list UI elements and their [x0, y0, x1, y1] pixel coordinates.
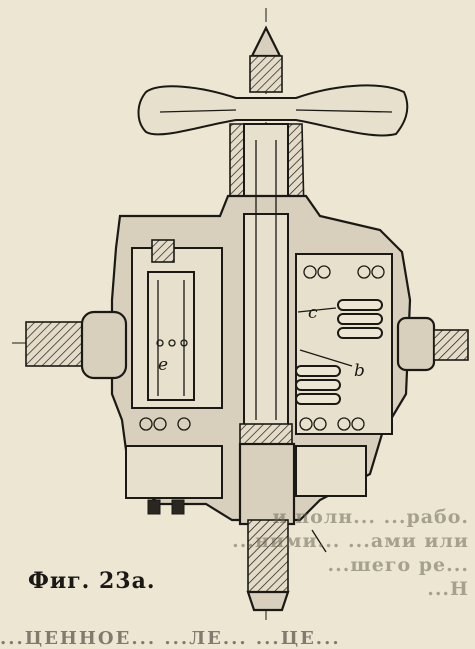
bleed-line-2: ...ними... ...ами или — [232, 530, 469, 552]
spring-group-c — [337, 299, 383, 339]
label-b: b — [354, 361, 365, 381]
t-handle — [137, 84, 409, 137]
spring-group-b — [295, 365, 341, 405]
bleed-line-4: ...Н — [427, 578, 469, 600]
figure-caption: Фиг. 23а. — [28, 568, 156, 594]
lower-gear-block — [125, 445, 223, 499]
shaft-collar — [239, 423, 293, 445]
right-arm-boss — [396, 316, 436, 372]
right-cavity — [295, 253, 393, 435]
right-arm — [433, 329, 469, 361]
bearings — [139, 265, 385, 431]
spindle-tip — [250, 25, 282, 58]
label-e: e — [158, 355, 168, 375]
bleed-line-3: ...шего ре... — [327, 554, 469, 576]
bottom-cut-text: ...ЦЕННОЕ... ...ЛЕ... ...ЦЕ... — [0, 628, 341, 649]
lower-spindle-nut — [247, 519, 289, 593]
spindle-nose — [249, 55, 283, 93]
pinion-column — [147, 271, 195, 401]
left-arm — [25, 321, 85, 367]
label-c: c — [308, 303, 318, 323]
left-arm-boss — [80, 310, 128, 380]
bleed-line-1: и полн... ...рабо. — [272, 506, 469, 528]
lower-spindle — [238, 442, 296, 526]
